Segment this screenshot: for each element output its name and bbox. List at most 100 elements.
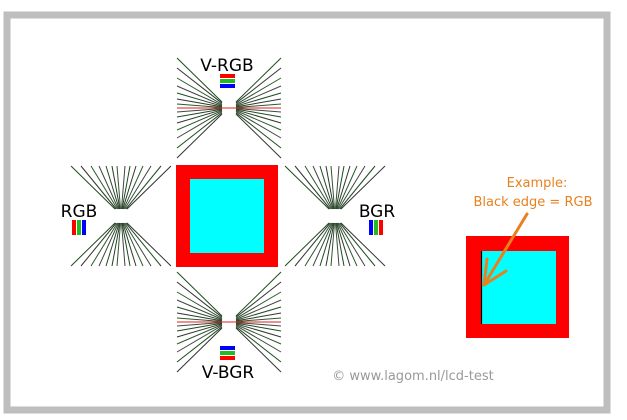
fan-line-left	[126, 222, 172, 267]
fan-line-top	[176, 112, 223, 149]
fan-line-right	[319, 222, 334, 267]
fan-line-top	[235, 67, 282, 104]
label-v-bgr: V-BGR	[202, 363, 255, 383]
fan-line-top	[235, 113, 282, 159]
fan-line-left	[111, 165, 121, 210]
fan-line-left	[120, 165, 126, 210]
fan-line-bottom	[176, 291, 223, 319]
fan-line-right	[304, 222, 332, 267]
fan-line-right	[335, 165, 345, 210]
fan-line-right	[337, 222, 358, 267]
fan-line-top	[176, 108, 223, 118]
fan-line-top	[235, 103, 282, 109]
fan-line-right	[340, 165, 386, 210]
fan-line-right	[312, 222, 333, 267]
fan-line-bottom	[176, 299, 223, 320]
fan-line-right	[294, 165, 331, 210]
fan-line-bottom	[235, 281, 282, 318]
fan-line-left	[122, 165, 137, 210]
fan-line-bottom	[176, 281, 223, 318]
fan-line-left	[111, 222, 121, 267]
fan-line-bottom	[176, 327, 223, 373]
fan-line-left	[90, 165, 118, 210]
fan-line-bottom	[235, 323, 282, 338]
v-bgr-stripes-icon	[220, 346, 235, 360]
fan-line-right	[330, 222, 336, 267]
fan-line-top	[176, 111, 223, 139]
fan-line-left	[80, 165, 117, 210]
example-cyan-square	[481, 251, 556, 324]
fan-line-bottom	[176, 317, 223, 323]
label-bgr: BGR	[359, 202, 396, 222]
fan-line-right	[334, 165, 340, 210]
fan-line-top	[176, 98, 223, 108]
fan-line-left	[125, 165, 162, 210]
fan-line-bottom	[176, 312, 223, 322]
fan-line-left	[120, 222, 126, 267]
fan-line-left	[123, 165, 144, 210]
fan-line-left	[90, 222, 118, 267]
fan-line-right	[339, 165, 376, 210]
fan-line-left	[80, 222, 117, 267]
fan-line-left	[105, 165, 120, 210]
fan-line-left	[116, 165, 122, 210]
fan-line-left	[124, 222, 152, 267]
fan-line-right	[319, 165, 334, 210]
fan-line-top	[235, 85, 282, 106]
fan-line-right	[335, 222, 345, 267]
example-title: Example:	[507, 176, 568, 191]
fan-line-left	[126, 165, 172, 210]
fan-line-bottom	[235, 321, 282, 327]
center-cyan-square	[190, 179, 264, 253]
fan-line-right	[325, 165, 335, 210]
bgr-stripes-icon	[369, 220, 383, 235]
fan-line-bottom	[176, 321, 223, 327]
line-fans	[70, 57, 386, 373]
fan-line-top	[176, 110, 223, 131]
fan-line-right	[284, 165, 330, 210]
fan-line-left	[105, 222, 120, 267]
fan-line-left	[70, 222, 116, 267]
fan-line-right	[339, 222, 376, 267]
fan-line-right	[312, 165, 333, 210]
fan-line-bottom	[176, 323, 223, 338]
fan-line-right	[334, 222, 340, 267]
fan-line-bottom	[235, 325, 282, 353]
fan-line-top	[235, 108, 282, 118]
fan-line-bottom	[235, 291, 282, 319]
fan-line-bottom	[235, 312, 282, 322]
fan-line-top	[176, 92, 223, 107]
fan-line-top	[176, 109, 223, 124]
fan-line-bottom	[176, 271, 223, 317]
fan-line-top	[235, 57, 282, 103]
fan-line-bottom	[235, 299, 282, 320]
fan-line-top	[235, 92, 282, 107]
fan-line-right	[294, 222, 331, 267]
fan-line-bottom	[176, 306, 223, 321]
fan-line-right	[284, 222, 330, 267]
fan-line-left	[123, 222, 144, 267]
fan-line-top	[235, 77, 282, 105]
fan-line-bottom	[235, 322, 282, 332]
fan-line-top	[176, 85, 223, 106]
fan-line-left	[70, 165, 116, 210]
credit-text: © www.lagom.nl/lcd-test	[332, 369, 493, 384]
fan-line-top	[176, 103, 223, 109]
example-caption: Black edge = RGB	[474, 195, 593, 210]
v-rgb-stripes-icon	[220, 74, 235, 88]
fan-line-left	[125, 222, 162, 267]
fan-line-bottom	[235, 326, 282, 363]
label-rgb: RGB	[61, 202, 98, 222]
fan-line-right	[336, 222, 351, 267]
fan-line-top	[235, 110, 282, 131]
fan-line-bottom	[235, 327, 282, 373]
fan-line-bottom	[235, 324, 282, 345]
fan-line-left	[98, 165, 119, 210]
fan-line-right	[337, 165, 358, 210]
fan-line-right	[340, 222, 386, 267]
fan-line-top	[176, 57, 223, 103]
fan-line-bottom	[176, 326, 223, 363]
fan-line-top	[176, 107, 223, 113]
